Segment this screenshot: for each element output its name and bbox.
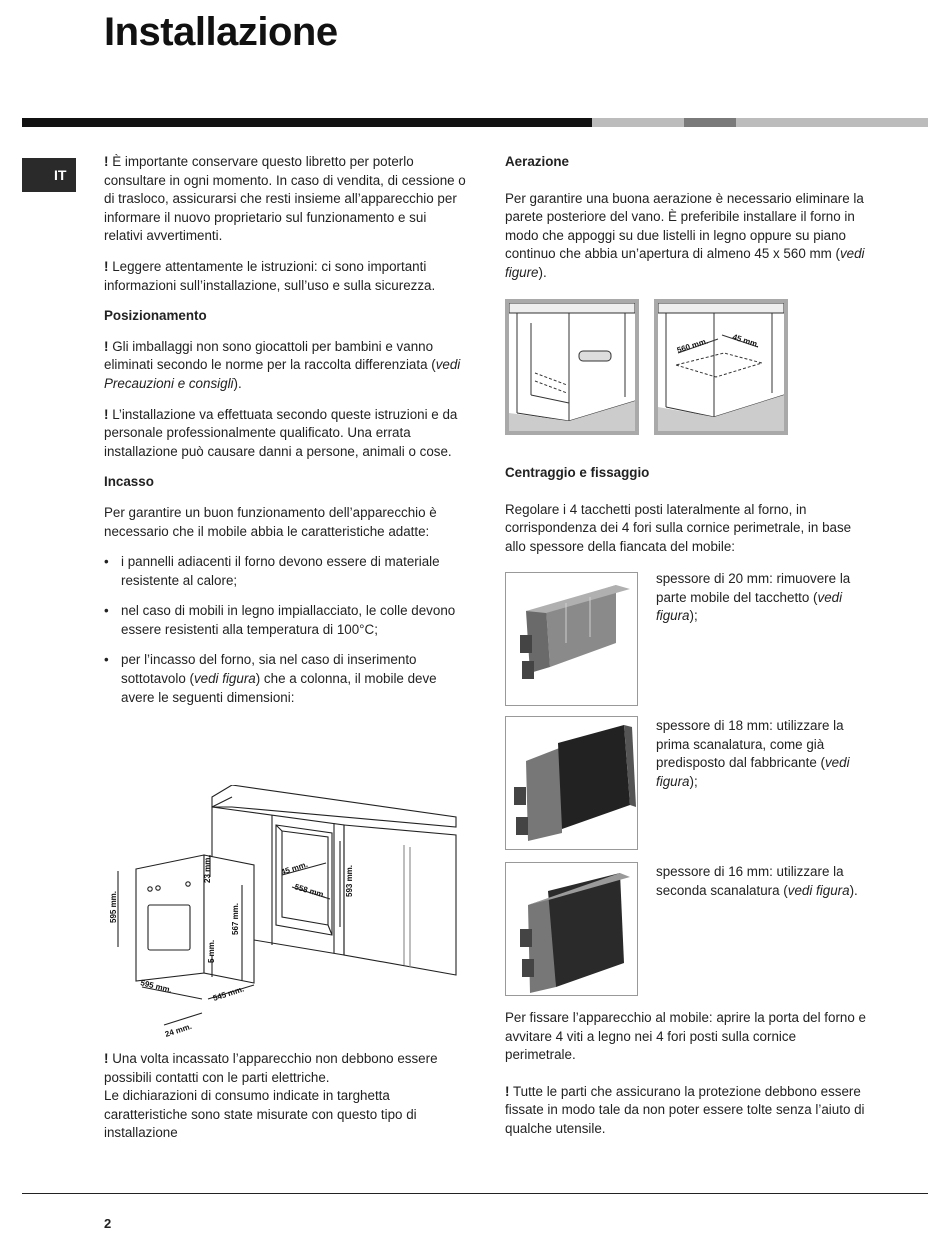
right-column-closing: Per fissare l’apparecchio al mobile: apr… [505, 1009, 867, 1151]
paragraph-ventilation: Per garantire una buona aerazione è nece… [505, 190, 865, 280]
paragraph-fix-screws: Per fissare l’apparecchio al mobile: apr… [505, 1010, 866, 1063]
right-column-centering: Centraggio e fissaggio Regolare i 4 tacc… [505, 464, 867, 568]
page-title: Installazione [104, 10, 338, 54]
vent-dim-45: 45 mm. [731, 332, 760, 349]
dim-593: 593 mm. [345, 865, 354, 897]
dim-545: 545 mm. [212, 984, 245, 1002]
dim-558: 558 mm. [293, 882, 326, 899]
left-column: ! È importante conservare questo librett… [104, 153, 466, 719]
paragraph-keep-manual: ! È importante conservare questo librett… [104, 154, 466, 244]
dim-45: 45 mm. [280, 860, 309, 877]
ventilation-figure-2: 560 mm. 45 mm. [654, 299, 788, 435]
footer-rule [22, 1193, 928, 1194]
installation-diagram: 595 mm. 23 mm. 567 mm. 5 mm. 595 mm. 545… [109, 785, 457, 1039]
paragraph-packaging: ! Gli imballaggi non sono giocattoli per… [104, 338, 461, 391]
left-closing: ! Una volta incassato l’apparecchio non … [104, 1050, 466, 1143]
paragraph-protection-parts: ! Tutte le parti che assicurano la prote… [505, 1083, 865, 1136]
list-item: nel caso di mobili in legno impiallaccia… [104, 602, 466, 639]
dim-595-horizontal: 595 mm. [140, 978, 173, 994]
dim-567: 567 mm. [231, 903, 240, 935]
paragraph-read-instructions: ! Leggere attentamente le istruzioni: ci… [104, 258, 436, 293]
header-rule [22, 118, 928, 127]
spacer-figure-16mm [505, 862, 638, 996]
dim-5: 5 mm. [207, 940, 216, 963]
list-item: i pannelli adiacenti il forno devono ess… [104, 553, 466, 590]
dim-24: 24 mm. [164, 1022, 193, 1039]
heading-incasso: Incasso [104, 474, 154, 490]
heading-centraggio: Centraggio e fissaggio [505, 465, 650, 480]
spacer-figure-18mm [505, 716, 638, 850]
dim-595-vertical: 595 mm. [109, 891, 118, 923]
language-tab: IT [22, 158, 76, 192]
spacer-figure-20mm [505, 572, 638, 706]
list-item: per l’incasso del forno, sia nel caso di… [104, 651, 466, 707]
paragraph-furniture: Per garantire un buon funzionamento dell… [104, 504, 437, 539]
right-column: Aerazione Per garantire una buona aerazi… [505, 153, 867, 295]
vent-dim-560: 560 mm. [676, 336, 709, 354]
caption-18mm: spessore di 18 mm: utilizzare la prima s… [656, 718, 850, 789]
caption-16mm: spessore di 16 mm: utilizzare la seconda… [656, 864, 858, 898]
paragraph-adjust-blocks: Regolare i 4 tacchetti posti lateralment… [505, 501, 852, 554]
heading-posizionamento: Posizionamento [104, 308, 207, 324]
requirements-list: i pannelli adiacenti il forno devono ess… [104, 553, 466, 707]
dim-23: 23 mm. [203, 855, 212, 883]
page-number: 2 [104, 1216, 112, 1231]
caption-20mm: spessore di 20 mm: rimuovere la parte mo… [656, 571, 851, 624]
paragraph-electrical-contacts: ! Una volta incassato l’apparecchio non … [104, 1051, 438, 1141]
paragraph-qualified-install: ! L’installazione va effettuata secondo … [104, 406, 458, 459]
heading-aerazione: Aerazione [505, 154, 569, 169]
ventilation-figure-1 [505, 299, 639, 435]
